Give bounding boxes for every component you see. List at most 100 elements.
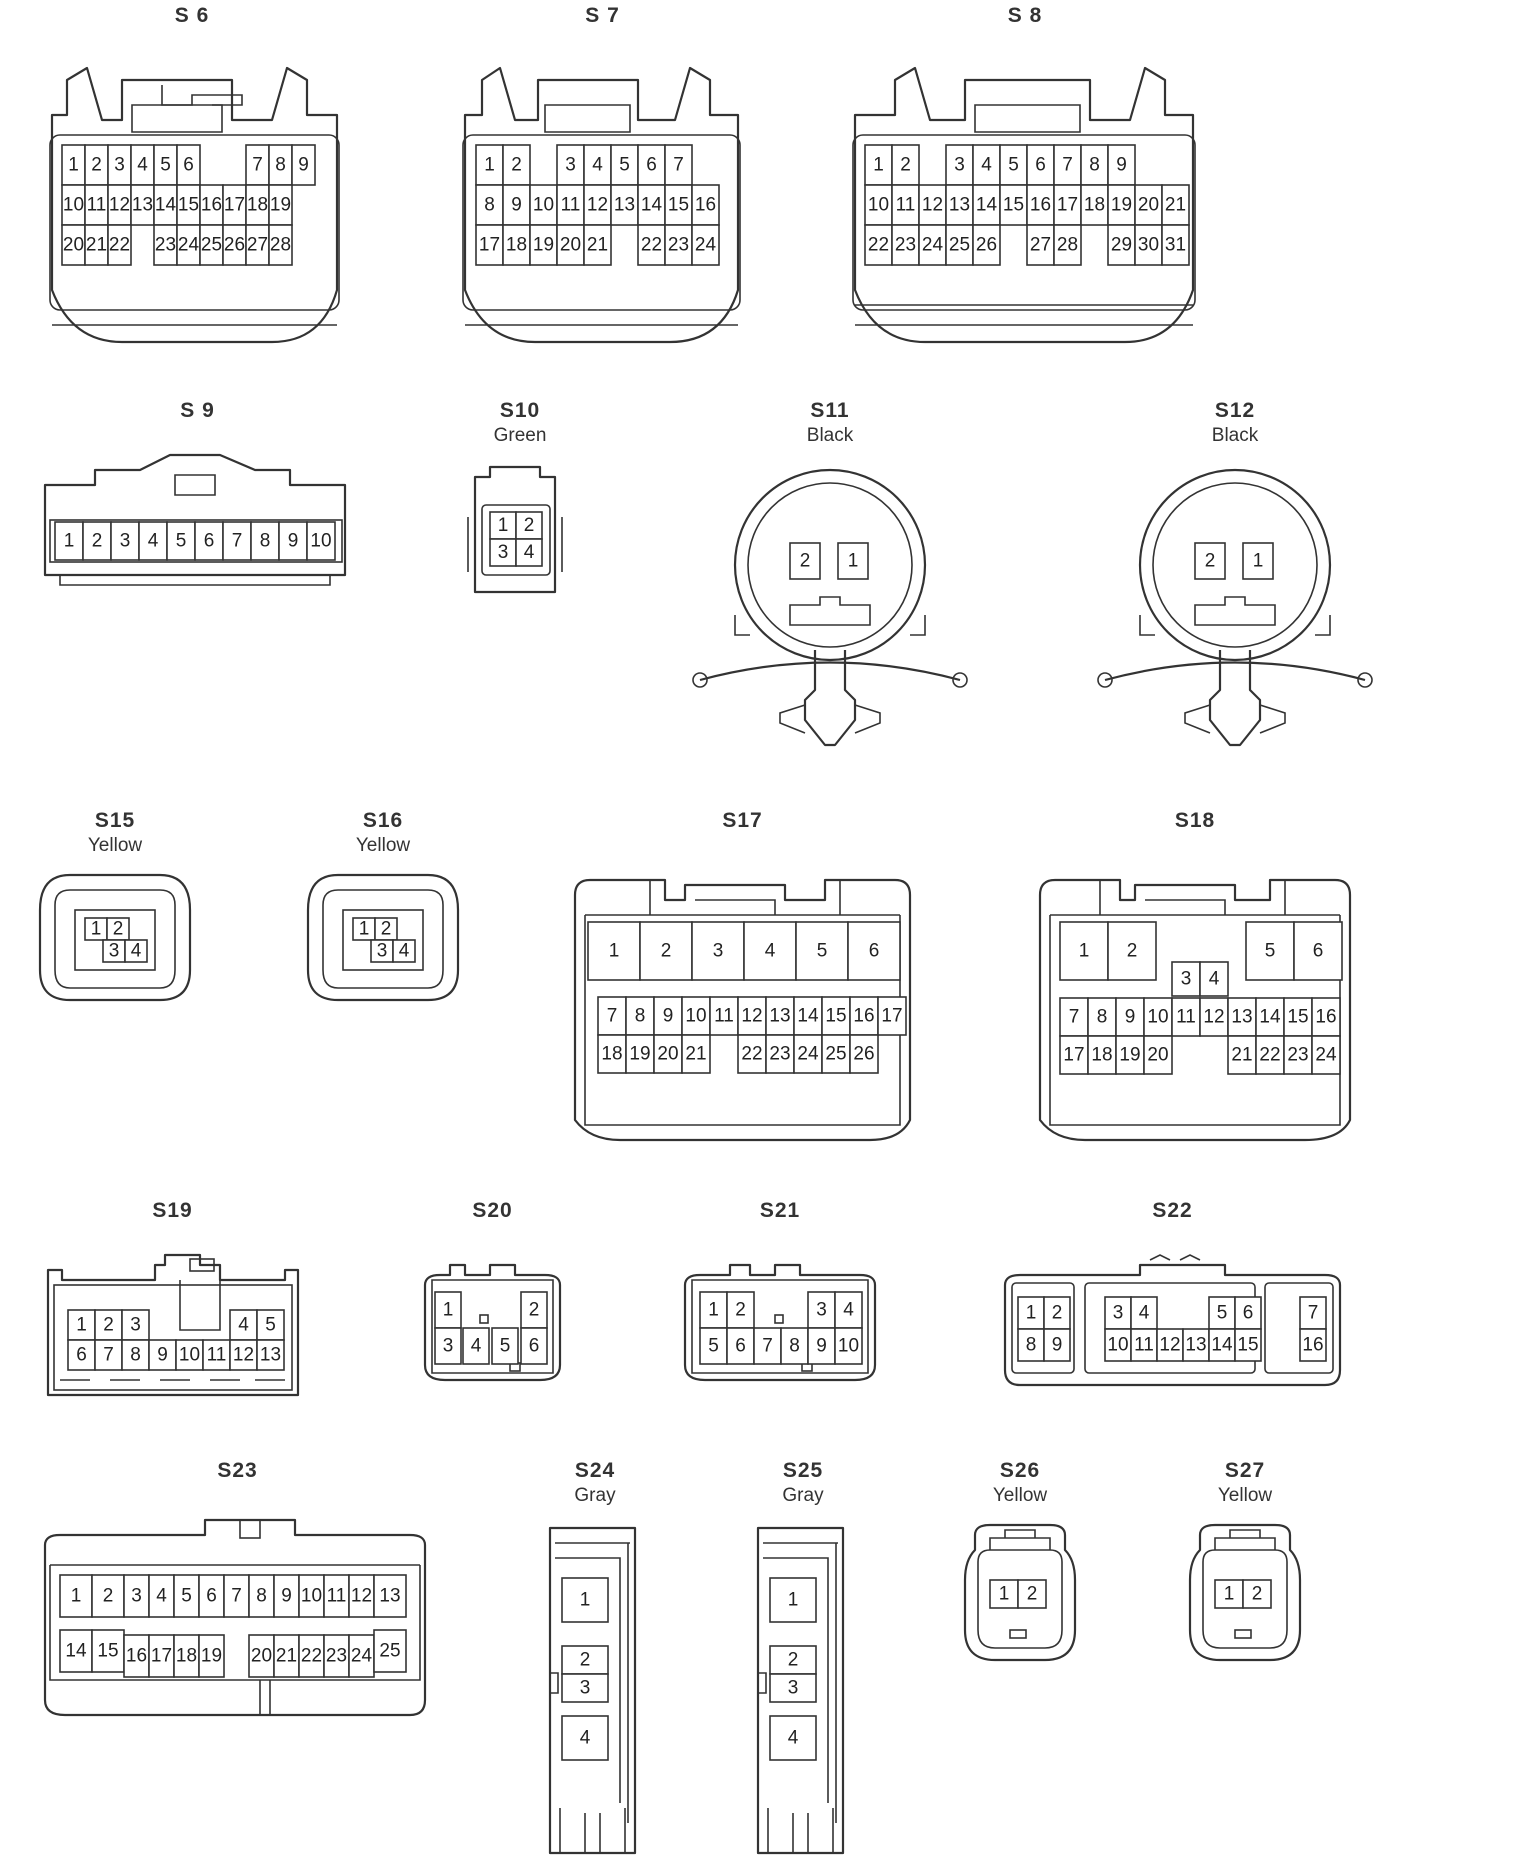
pin-label: 23 [769, 1044, 790, 1065]
pin-label: 13 [1185, 1335, 1206, 1356]
connector-s26: S26 Yellow 1 2 [960, 1455, 1080, 1670]
pin-label: 7 [231, 1586, 242, 1607]
connector-color: Gray [782, 1485, 824, 1506]
pin-label: 3 [816, 1300, 827, 1321]
pin-label: 25 [949, 235, 970, 256]
connector-body: 1 2 3 4 5 6 7 8 9 10 11 12 13 [46, 1253, 300, 1397]
pin-label: 1 [1026, 1303, 1037, 1324]
pin-label: 7 [673, 155, 684, 176]
pin-label: 22 [741, 1044, 762, 1065]
pin-label: 29 [1111, 235, 1132, 256]
connector-body: 1 2 3 4 [38, 873, 192, 1002]
pin-label: 1 [71, 1586, 82, 1607]
pin-label: 25 [379, 1641, 400, 1662]
pin-grid: 1 2 3 4 5 6 7 8 9 10 11 12 13 14 15 16 1… [61, 144, 316, 266]
pin-label: 18 [176, 1646, 197, 1667]
pin-label: 21 [276, 1646, 297, 1667]
connector-s6: S 6 1 2 3 4 5 6 7 8 9 10 11 12 13 14 15 [42, 0, 342, 350]
pin-label: 13 [132, 195, 153, 216]
pin-label: 9 [663, 1006, 674, 1027]
pin-label: 10 [868, 195, 889, 216]
pin-label: 13 [260, 1345, 281, 1366]
pin-label: 4 [156, 1586, 167, 1607]
connector-s19: S19 1 2 3 4 5 6 7 8 9 10 11 12 13 [40, 1195, 305, 1415]
connector-color: Green [493, 425, 547, 446]
connector-color: Yellow [87, 835, 143, 856]
connector-body: 1 2 3 4 5 6 7 8 9 10 11 12 13 14 15 16 1… [573, 878, 912, 1142]
pin-label: 1 [484, 155, 495, 176]
pin-label: 9 [511, 195, 522, 216]
pin-label: 11 [207, 1345, 227, 1366]
connector-body: 1 2 3 4 [756, 1526, 845, 1855]
pin-label: 2 [511, 155, 522, 176]
pin-label: 3 [377, 941, 388, 962]
pin-label: 21 [1231, 1045, 1252, 1066]
pin-label: 3 [109, 941, 120, 962]
pin-label: 5 [176, 531, 187, 552]
pin-label: 30 [1138, 235, 1159, 256]
pin-label: 18 [247, 195, 268, 216]
connector-body: 1 2 3 4 5 6 7 8 9 10 11 12 13 14 15 16 1… [462, 66, 741, 344]
pin-label: 5 [160, 155, 171, 176]
connector-body: 1 2 3 4 5 6 7 8 9 10 11 12 13 14 15 16 1… [852, 66, 1196, 344]
connector-body: 1 2 3 4 [306, 873, 460, 1002]
pin-label: 23 [326, 1646, 347, 1667]
connector-color: Gray [574, 1485, 616, 1506]
connector-color: Yellow [992, 1485, 1048, 1506]
connector-s17: S17 1 2 3 4 5 6 7 8 9 10 11 12 13 14 15 … [570, 805, 915, 1145]
connector-label: S11 [810, 399, 850, 422]
connector-label: S 8 [1007, 4, 1043, 27]
pin-label: 26 [853, 1044, 874, 1065]
pin-label: 8 [130, 1345, 141, 1366]
pin-label: 10 [1147, 1007, 1168, 1028]
pin-label: 7 [762, 1336, 773, 1357]
connector-body: 1 2 3 4 5 6 7 8 9 10 11 12 13 14 15 16 1… [43, 1518, 427, 1717]
pin-label: 25 [825, 1044, 846, 1065]
pin-label: 15 [668, 195, 689, 216]
pin-label: 6 [1243, 1303, 1254, 1324]
pin-label: 17 [479, 235, 500, 256]
pin-label: 1 [848, 551, 859, 572]
pin-label: 21 [1165, 195, 1186, 216]
pin-label: 10 [179, 1345, 200, 1366]
pin-label: 19 [201, 1646, 222, 1667]
pin-label: 17 [151, 1646, 172, 1667]
pin-label: 9 [816, 1336, 827, 1357]
pin-label: 23 [895, 235, 916, 256]
pin-label: 7 [103, 1345, 114, 1366]
pin-label: 3 [131, 1586, 142, 1607]
pin-label: 26 [224, 235, 245, 256]
pin-label: 1 [91, 919, 102, 940]
pin-label: 4 [471, 1336, 482, 1357]
pin-label: 2 [800, 551, 811, 572]
pin-label: 15 [97, 1641, 118, 1662]
pin-label: 3 [443, 1336, 454, 1357]
pin-label: 9 [1052, 1335, 1063, 1356]
pin-label: 7 [607, 1006, 618, 1027]
pin-label: 2 [1127, 941, 1138, 962]
pin-label: 16 [695, 195, 716, 216]
pin-label: 2 [91, 155, 102, 176]
pin-label: 2 [103, 1315, 114, 1336]
pin-label: 3 [580, 1678, 591, 1699]
pin-label: 6 [204, 531, 215, 552]
pin-label: 2 [92, 531, 103, 552]
pin-label: 28 [270, 235, 291, 256]
pin-label: 15 [178, 195, 199, 216]
pin-label: 18 [601, 1044, 622, 1065]
pin-label: 21 [86, 235, 107, 256]
pin-label: 19 [533, 235, 554, 256]
pin-label: 23 [668, 235, 689, 256]
connector-label: S10 [499, 399, 541, 422]
pin-label: 4 [981, 155, 992, 176]
pin-label: 13 [379, 1586, 400, 1607]
pin-label: 1 [76, 1315, 87, 1336]
pin-label: 2 [1252, 1584, 1263, 1605]
pin-label: 3 [120, 531, 131, 552]
connector-label: S15 [94, 809, 136, 832]
pin-label: 2 [580, 1650, 591, 1671]
pin-label: 4 [788, 1728, 799, 1749]
pin-label: 19 [1119, 1045, 1140, 1066]
pin-label: 6 [529, 1336, 540, 1357]
pin-label: 1 [708, 1300, 719, 1321]
